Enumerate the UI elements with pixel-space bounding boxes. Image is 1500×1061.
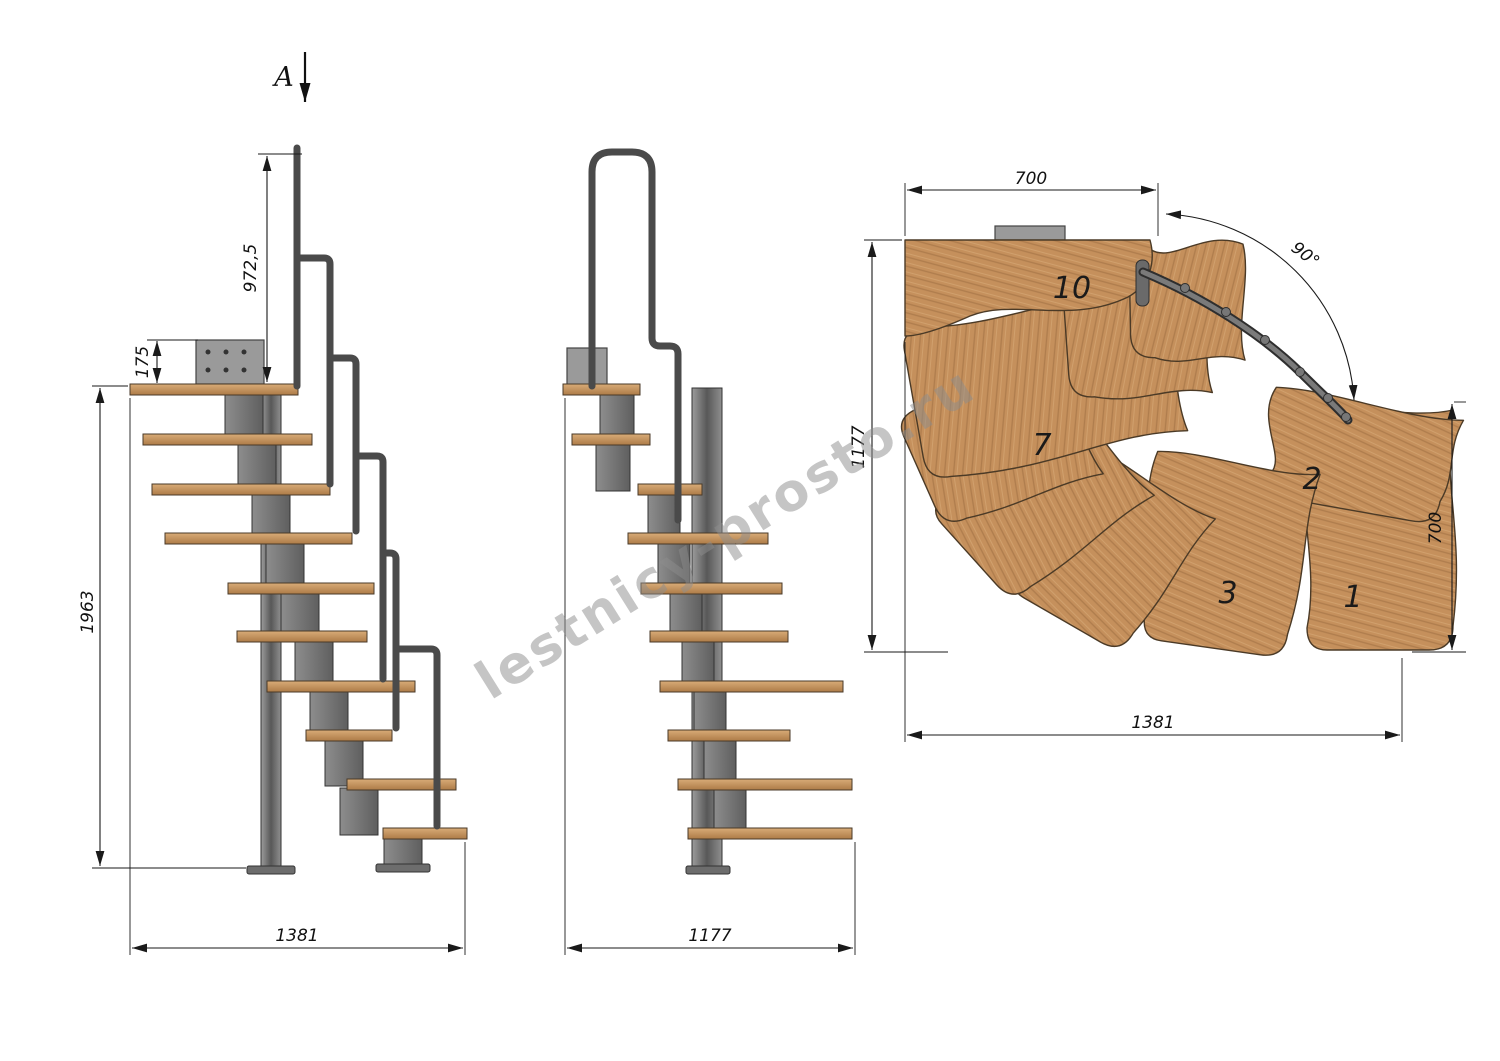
pole-base — [246, 865, 296, 875]
tread-number: 7 — [1032, 428, 1051, 463]
tread-number: 2 — [1302, 462, 1321, 497]
dim-label: 1963 — [78, 590, 98, 633]
dim-rail-height: 972,5 — [241, 153, 302, 382]
dim-label: 1381 — [275, 926, 318, 946]
tread-number: 1 — [1343, 580, 1362, 615]
dim-label: 1177 — [849, 425, 869, 468]
dim-label: 1381 — [1131, 713, 1174, 733]
side-view: A — [78, 52, 468, 955]
dim-width-front: 1177 — [564, 398, 856, 955]
dim-run-plan: 1381 — [904, 342, 1403, 742]
dim-depth-plan: 1177 — [849, 239, 948, 653]
watermark-text: lestnicy-prosto.ru — [466, 355, 987, 711]
front-treads — [562, 383, 853, 840]
tread-number: 3 — [1218, 576, 1237, 611]
dim-run-side: 1381 — [129, 398, 466, 955]
dim-label: 700 — [1015, 169, 1047, 189]
dim-label: 90° — [1287, 238, 1323, 272]
mounting-plate — [195, 339, 265, 385]
dim-label: 700 — [1426, 512, 1446, 544]
tread-number: 10 — [1053, 271, 1091, 306]
plan-tread — [1267, 386, 1465, 523]
dim-landing-width: 700 — [904, 169, 1159, 236]
plan-view: 1 2 3 7 10 700 90° 1177 700 — [849, 169, 1466, 742]
front-mounting-plate — [566, 347, 608, 387]
handrail-side — [293, 144, 441, 830]
dim-label: 1177 — [688, 926, 731, 946]
plan-mounting-bracket — [994, 225, 1066, 241]
dim-total-height: 1963 — [78, 385, 246, 869]
dim-label: 972,5 — [241, 244, 261, 293]
section-arrow: A — [271, 52, 311, 102]
dim-stair-width-plan: 700 — [1412, 401, 1466, 653]
side-treads — [129, 383, 468, 840]
dim-label: 175 — [133, 346, 153, 378]
handrail-post — [1135, 259, 1150, 307]
dim-bracket-height: 175 — [133, 339, 198, 383]
front-view: 1177 — [562, 148, 856, 955]
tread-numbers: 1 2 3 7 10 — [1032, 271, 1362, 615]
section-label: A — [271, 62, 294, 93]
handrail-front — [588, 148, 682, 524]
